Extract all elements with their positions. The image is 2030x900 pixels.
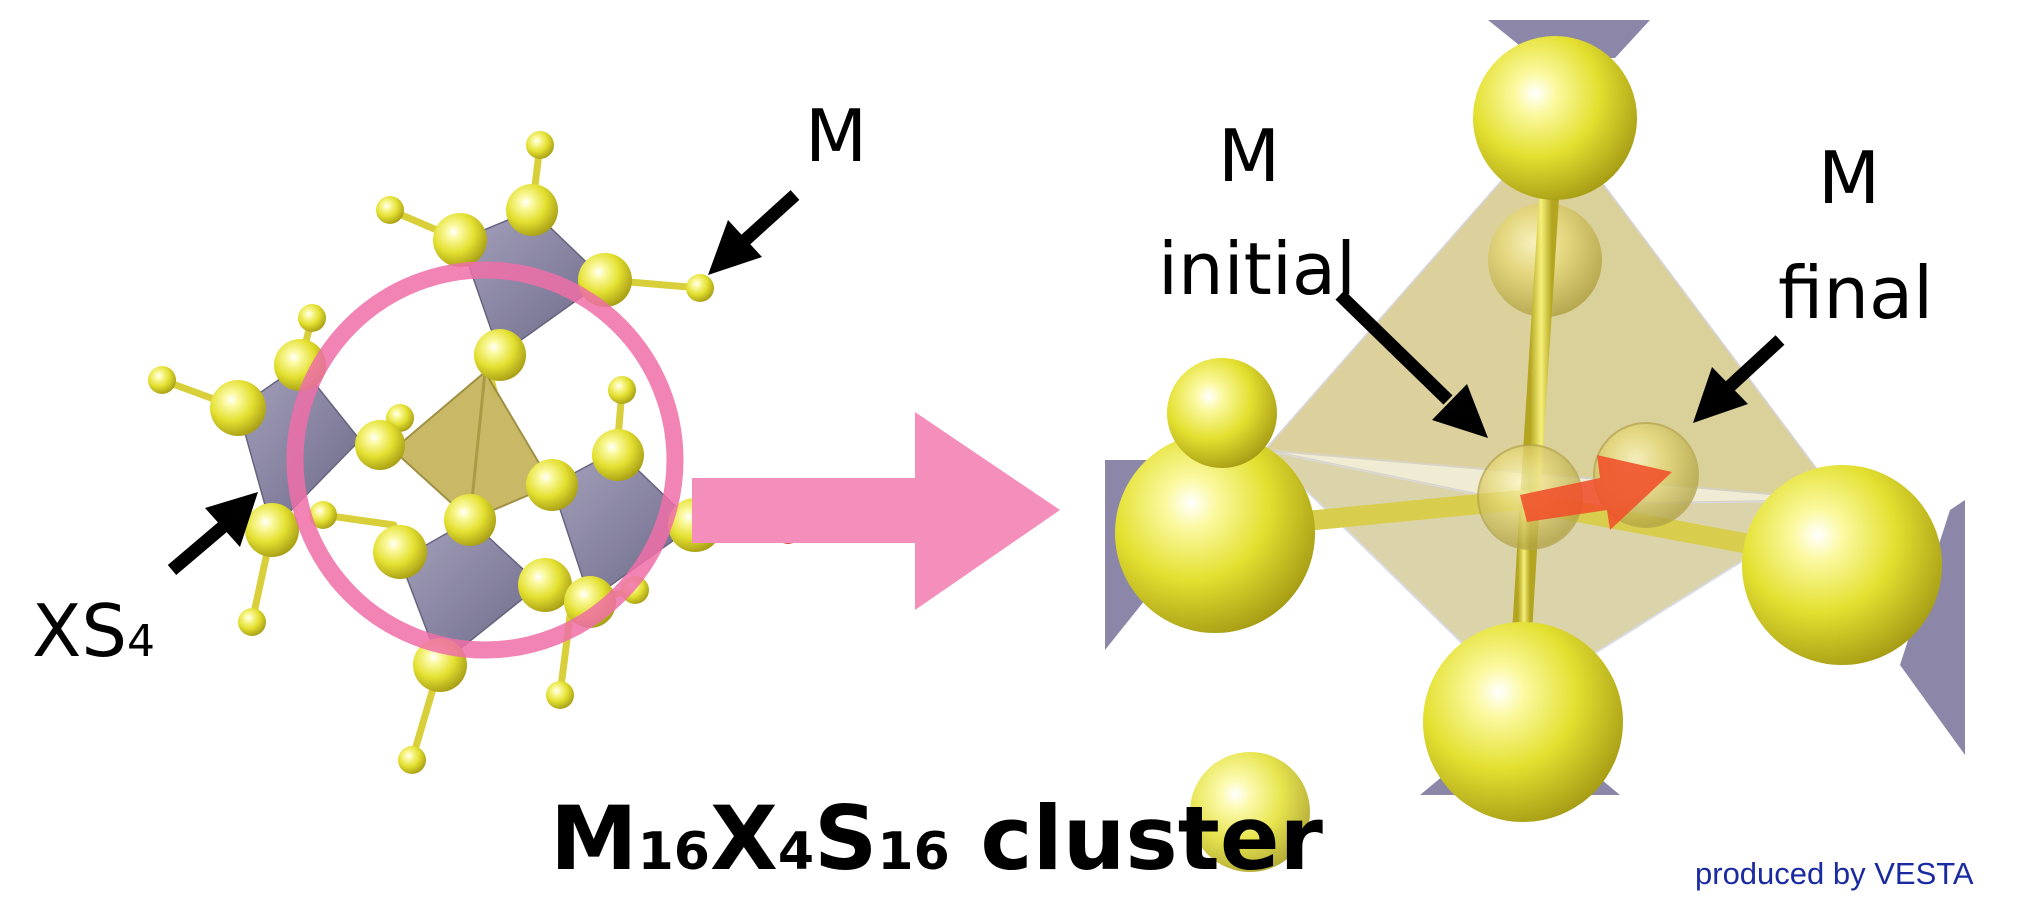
label-m-final-word: final <box>1778 251 1934 335</box>
title-part: M <box>550 787 638 890</box>
left-cluster <box>148 131 802 774</box>
black-arrow-icon <box>1335 290 1488 438</box>
red-arrow-icon <box>1520 455 1672 530</box>
figure-title: M16X4S16 cluster <box>550 795 1323 883</box>
label-xs4: XS4 <box>32 595 155 667</box>
title-part: S <box>814 787 878 890</box>
label-m-initial-symbol: M <box>1218 114 1281 198</box>
title-subscript: 16 <box>637 822 710 882</box>
black-arrow-icon <box>708 190 800 275</box>
label-m-left: M <box>805 94 868 178</box>
label-m-initial-word: initial <box>1158 227 1356 311</box>
label-m-final-symbol: M <box>1818 136 1881 220</box>
pink-arrow-icon <box>692 412 1060 610</box>
zoomed-view <box>1105 20 1965 872</box>
credit-text: produced by VESTA <box>1695 856 1974 891</box>
highlight-circle <box>286 261 684 659</box>
black-arrow-icon <box>1693 335 1785 423</box>
title-subscript: 4 <box>777 822 814 882</box>
title-subscript: 16 <box>877 822 950 882</box>
title-part: X <box>709 787 778 890</box>
title-part: cluster <box>949 787 1323 890</box>
label-xs4-main: XS <box>32 589 128 673</box>
black-arrow-icon <box>167 492 258 575</box>
label-xs4-subscript: 4 <box>127 616 156 667</box>
